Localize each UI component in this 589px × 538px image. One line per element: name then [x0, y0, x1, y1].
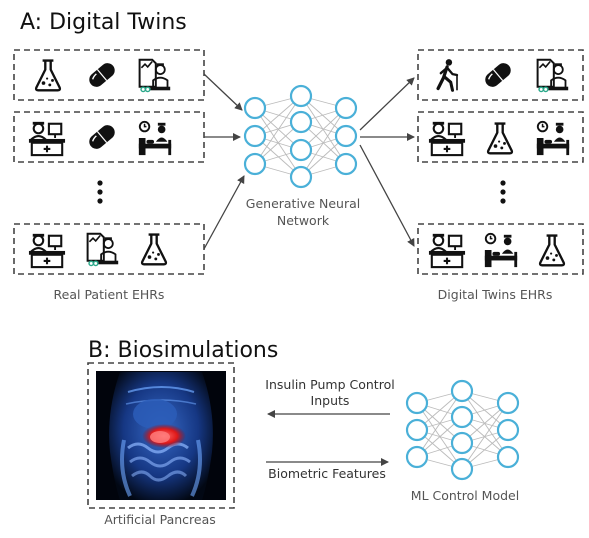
left-ehr-box-1 — [13, 49, 205, 101]
doctor-clipboard-icon — [86, 232, 120, 267]
right-ehr-box-3 — [417, 223, 584, 275]
network-node — [289, 110, 313, 134]
insulin-pump-label: Insulin Pump Control Inputs — [250, 377, 410, 409]
ml-control-model-label: ML Control Model — [410, 488, 520, 503]
network-node — [405, 418, 429, 442]
artificial-pancreas-caption: Artificial Pancreas — [104, 512, 216, 527]
hospital-bed-icon — [535, 120, 571, 157]
insulin-pump-label-line2: Inputs — [310, 393, 350, 408]
biometric-features-label: Biometric Features — [268, 466, 386, 481]
network-node — [334, 96, 358, 120]
network-edge — [300, 95, 347, 165]
network-node — [289, 165, 313, 189]
generative-network-label-line2: Network — [276, 213, 330, 228]
doctor-desk-icon — [428, 120, 466, 157]
right-ellipsis — [500, 180, 506, 204]
network-edge — [254, 95, 302, 165]
network-node — [496, 418, 520, 442]
flask-icon — [486, 122, 514, 155]
artificial-pancreas-box — [87, 362, 235, 509]
pill-icon — [481, 59, 515, 91]
network-node — [289, 138, 313, 162]
network-edge — [416, 390, 463, 458]
insulin-pump-label-line1: Insulin Pump Control — [265, 377, 395, 392]
network-node — [496, 391, 520, 415]
doctor-desk-icon — [28, 232, 66, 269]
hospital-bed-icon — [483, 232, 519, 269]
generative-neural-network — [243, 84, 358, 189]
flask-icon — [140, 233, 168, 266]
right-ehr-box-1 — [417, 49, 584, 101]
output-arrow-1 — [359, 77, 415, 131]
network-node — [450, 379, 474, 403]
flask-icon — [538, 234, 566, 267]
generative-network-label: Generative Neural Network — [228, 195, 378, 229]
generative-network-label-line1: Generative Neural — [245, 196, 361, 211]
real-patient-ehrs-caption: Real Patient EHRs — [53, 287, 165, 302]
pill-icon — [85, 59, 119, 91]
network-edge — [461, 390, 509, 458]
section-a-title: A: Digital Twins — [20, 10, 187, 35]
network-node — [405, 391, 429, 415]
section-b-title: B: Biosimulations — [88, 338, 279, 363]
doctor-desk-icon — [28, 120, 66, 157]
left-ellipsis — [97, 180, 103, 204]
network-edge — [416, 402, 463, 470]
digital-twins-ehrs-caption: Digital Twins EHRs — [437, 287, 553, 302]
network-edge — [461, 402, 509, 470]
network-node — [450, 457, 474, 481]
right-ehr-box-2 — [417, 111, 584, 163]
walking-person-icon — [436, 57, 459, 92]
network-node — [334, 152, 358, 176]
doctor-desk-icon — [428, 232, 466, 269]
network-node — [334, 124, 358, 148]
flask-icon — [34, 59, 62, 92]
doctor-clipboard-icon — [536, 58, 570, 93]
hospital-bed-icon — [137, 120, 173, 157]
ml-control-model-network — [405, 379, 520, 481]
input-arrow-1 — [203, 73, 243, 111]
network-node — [496, 445, 520, 469]
network-node — [450, 405, 474, 429]
artificial-pancreas-image — [96, 371, 226, 500]
network-edge — [300, 107, 347, 178]
pill-icon — [85, 121, 119, 153]
output-arrow-3 — [359, 144, 415, 247]
network-node — [450, 431, 474, 455]
network-node — [405, 445, 429, 469]
network-node — [243, 152, 267, 176]
network-node — [243, 124, 267, 148]
doctor-clipboard-icon — [138, 58, 172, 93]
network-node — [243, 96, 267, 120]
network-node — [289, 84, 313, 108]
input-arrow-3 — [203, 175, 245, 250]
